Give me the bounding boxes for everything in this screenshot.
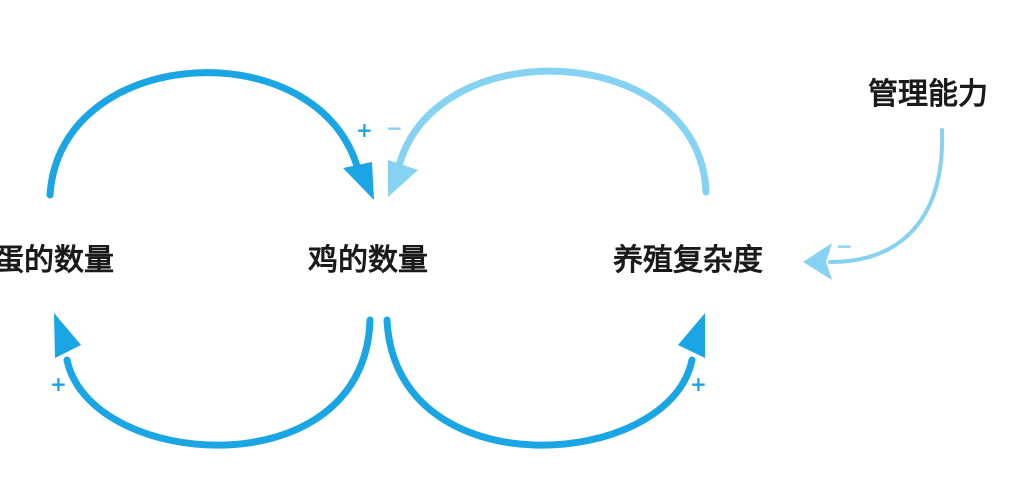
arrow-eggs-to-chickens xyxy=(46,69,374,200)
node-complexity: 养殖复杂度 xyxy=(613,243,763,278)
sign-complexity-chickens: − xyxy=(386,116,403,140)
node-eggs: 蛋的数量 xyxy=(0,243,114,278)
sign-eggs-chickens: + xyxy=(356,118,373,142)
arrow-chickens-to-complexity xyxy=(383,313,705,449)
sign-chickens-complexity: + xyxy=(690,372,707,396)
arrow-chickens-to-eggs xyxy=(54,313,374,449)
arrow-complexity-to-chickens xyxy=(388,67,710,197)
node-chickens: 鸡的数量 xyxy=(308,243,428,278)
sign-management-complexity: − xyxy=(836,234,853,258)
node-management: 管理能力 xyxy=(868,77,988,112)
sign-chickens-eggs: + xyxy=(50,372,67,396)
arrow-management-to-complexity xyxy=(803,128,945,280)
